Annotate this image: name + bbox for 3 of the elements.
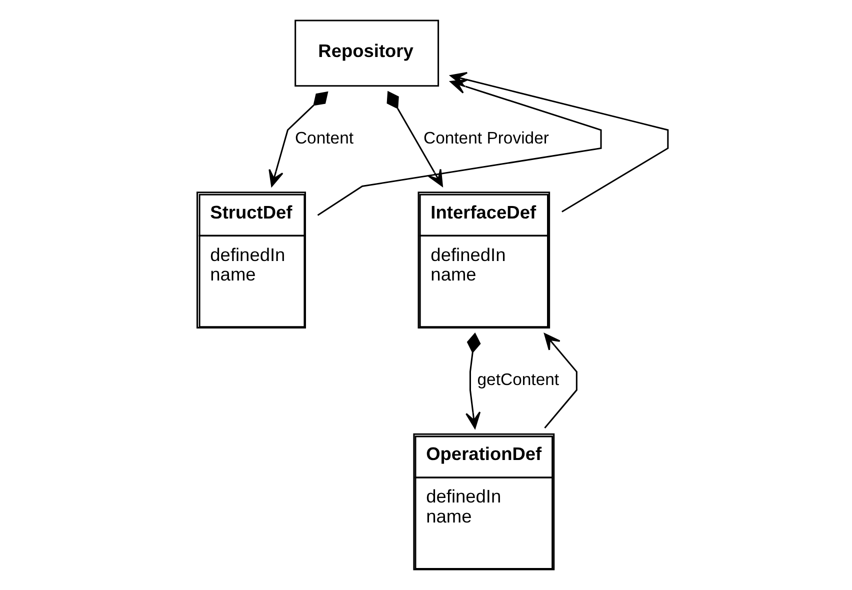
edge-label: getContent [476,370,559,390]
edge-label: Content Provider [422,128,548,148]
edge-label: Content [294,128,354,148]
